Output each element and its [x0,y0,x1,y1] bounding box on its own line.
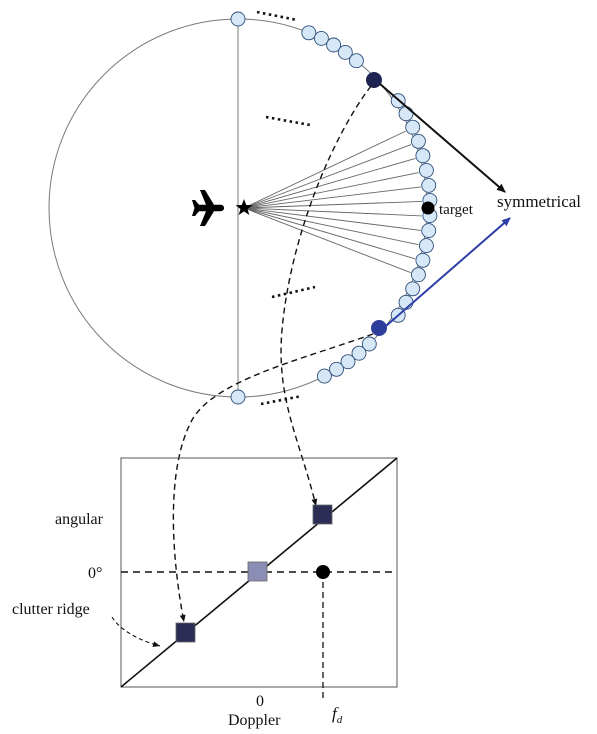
doppler-label: Doppler [228,712,281,729]
fd-label: fd [332,704,343,726]
symmetrical-arrow-lower [385,217,511,327]
ellipsis-top [256,10,298,22]
beam-line [243,144,412,209]
array-element-inner [415,252,431,268]
array-element-inner [418,162,434,178]
beam-fan [243,130,422,274]
target-dot [421,201,435,215]
array-element-outer-upper [326,37,342,53]
clutter-ridge-label: clutter ridge [12,601,90,618]
array-element-outer-upper [337,44,353,60]
mapped-square-upper [312,504,333,525]
array-element-inner [418,238,434,254]
array-element-inner [405,119,421,135]
mapping-curve-upper [280,85,372,507]
zero-degree-label: 0° [88,565,102,582]
array-element-inner [398,294,414,310]
beam-line [243,200,422,209]
ellipsis-lower-inner [271,285,316,299]
target-label: target [439,202,474,218]
beam-line [243,207,416,260]
array-element-outer-lower [329,361,344,377]
symmetrical-label: symmetrical [497,192,581,211]
array-element-inner [421,177,437,193]
ellipsis-marks [256,10,316,406]
airplane-icon [192,190,224,226]
array-element-inner [405,281,421,297]
array-element-outer-upper [313,30,329,46]
array-element-inner [415,148,431,164]
array-element-top [230,11,246,27]
star-icon [235,199,253,215]
angular-label: angular [55,511,104,528]
beam-line [243,207,419,246]
fd-subscript: d [337,714,343,726]
array-elements [230,11,438,405]
array-element-outer-lower [316,368,332,384]
symmetrical-arrow-upper [379,83,506,193]
ellipsis-bottom [260,394,303,406]
beam-line [243,157,416,209]
mapping-curve-lower [172,333,374,623]
array-element-outer-lower [361,336,377,352]
clutter-ridge-pointer [111,616,161,648]
mapped-square-center [247,561,268,582]
highlight-element-upper [366,72,382,88]
array-element-outer-upper [348,53,364,69]
array-element-outer-lower [351,345,367,361]
mapped-square-lower [175,622,196,643]
array-element-outer-lower [340,354,356,370]
array-element-inner [421,223,437,239]
fd-main: f [332,704,339,723]
highlight-element-lower [371,320,387,336]
beam-line [243,207,421,231]
beam-line [243,207,422,217]
array-element-inner [398,106,414,122]
array-element-inner [410,133,426,149]
beam-line [243,172,419,209]
array-element-outer-upper [301,25,317,41]
array-element-bottom [230,389,246,405]
beam-line [243,186,421,209]
array-element-inner [410,267,426,283]
ellipsis-upper-inner [265,115,311,127]
beam-line [243,207,411,274]
zero-doppler-label: 0 [256,693,264,710]
target-plot-dot [316,565,330,579]
